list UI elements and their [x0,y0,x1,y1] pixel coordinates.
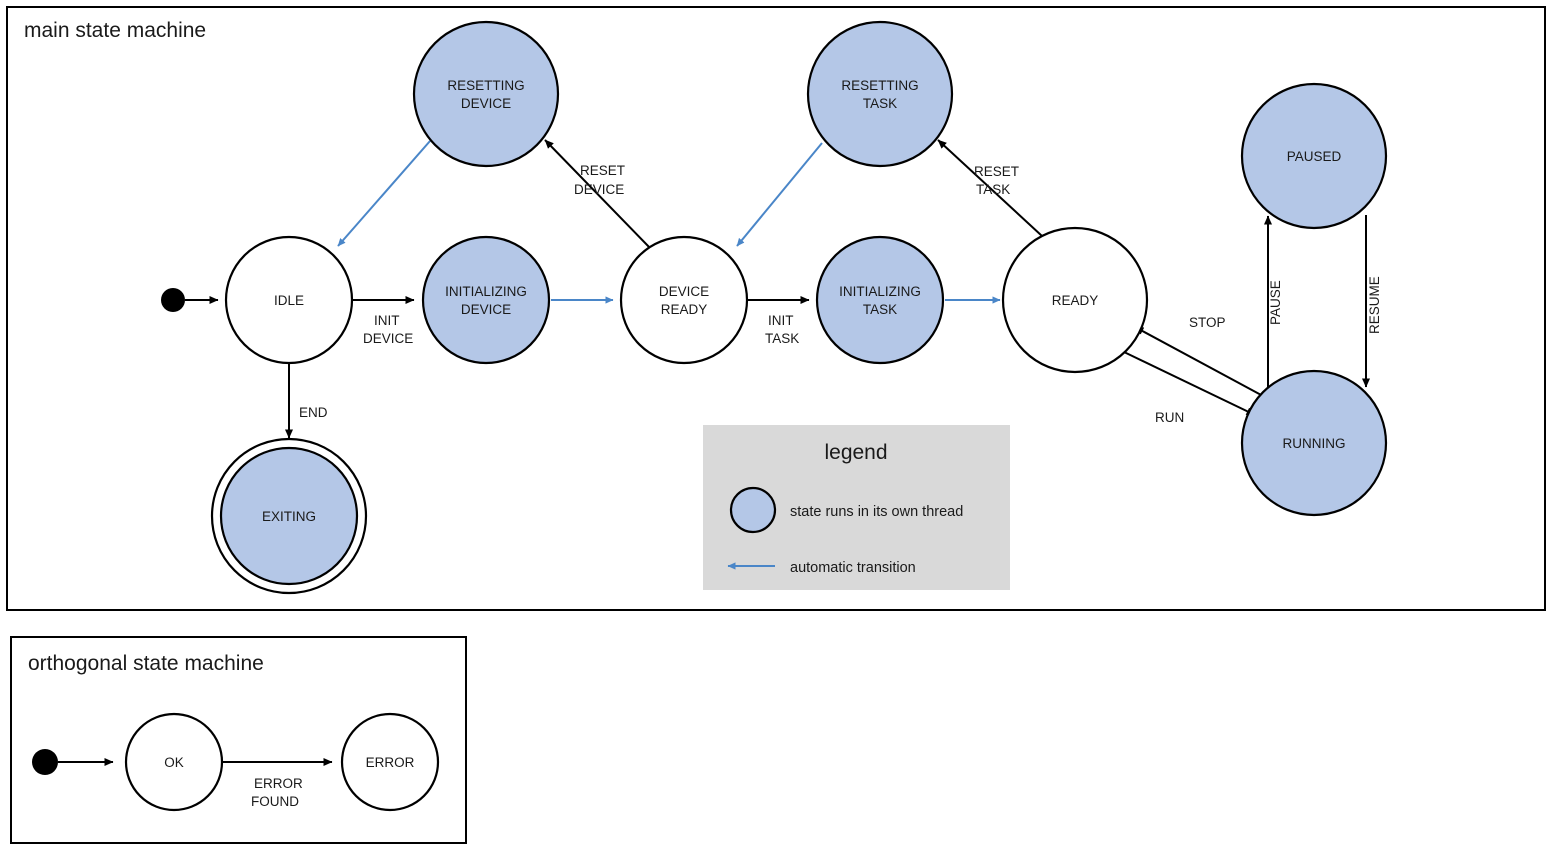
state-initializing-device-label-line1: INITIALIZING [445,284,527,299]
state-resetting-task[interactable]: RESETTING TASK [806,20,954,168]
initial-pseudostate-orthogonal [32,749,58,775]
transition-label-pause: PAUSE [1268,280,1283,325]
state-initializing-task-label-line2: TASK [863,302,897,317]
state-running[interactable]: RUNNING [1240,369,1388,517]
state-ready-shape[interactable] [1001,226,1149,374]
transition-label-reset-device-line2: DEVICE [574,182,624,197]
state-ok-label: OK [164,755,184,770]
state-idle-shape[interactable] [224,235,354,365]
main-state-machine-frame: main state machine [6,6,1546,611]
transition-label-end: END [299,405,328,420]
state-idle-label: IDLE [274,293,304,308]
state-initializing-task-label-line1: INITIALIZING [839,284,921,299]
state-initializing-device-label-line2: DEVICE [461,302,511,317]
state-device-ready-label-line2: READY [661,302,708,317]
state-error[interactable]: ERROR [340,712,440,812]
state-initializing-task-shape[interactable] [815,235,945,365]
transition-label-run: RUN [1155,410,1184,425]
legend-thread-state-text: state runs in its own thread [790,504,963,520]
transition-label-init-task-line1: INIT [768,313,794,328]
main-states-layer: IDLE INITIALIZING DEVICE RESETTING DEVIC… [210,20,1388,595]
state-exiting-label: EXITING [262,509,316,524]
state-initializing-task[interactable]: INITIALIZING TASK [815,235,945,365]
state-paused-label: PAUSED [1287,149,1342,164]
state-ready-label: READY [1052,293,1099,308]
legend: legend state runs in its own thread auto… [703,425,1010,590]
orthogonal-frame-border [10,636,467,844]
initial-pseudostate-main [161,288,185,312]
state-resetting-device-label-line2: DEVICE [461,96,511,111]
transition-ready-reset-task [937,139,1043,237]
transition-label-error-found-line1: ERROR [254,776,303,791]
state-ok-shape[interactable] [124,712,224,812]
state-device-ready-label-line1: DEVICE [659,284,709,299]
state-idle[interactable]: IDLE [224,235,354,365]
orthogonal-state-machine-frame: orthogonal state machine ERROR FOUND OK … [10,636,467,844]
state-resetting-device-label-line1: RESETTING [447,78,524,93]
transition-ready-run [1123,351,1256,416]
transition-label-reset-device-line1: RESET [580,163,625,178]
transition-label-error-found-line2: FOUND [251,794,299,809]
state-paused[interactable]: PAUSED [1240,82,1388,230]
transition-label-reset-task-line1: RESET [974,164,1019,179]
legend-title: legend [824,441,887,464]
state-exiting-shape[interactable] [219,446,359,586]
state-initializing-device[interactable]: INITIALIZING DEVICE [421,235,551,365]
transition-label-init-device-line2: DEVICE [363,331,413,346]
transition-label-resume: RESUME [1367,276,1382,334]
transition-label-init-task-line2: TASK [765,331,799,346]
state-resetting-device[interactable]: RESETTING DEVICE [412,20,560,168]
state-running-label: RUNNING [1283,436,1346,451]
transition-device-ready-reset-device [544,139,652,250]
state-initializing-device-shape[interactable] [421,235,551,365]
state-running-shape[interactable] [1240,369,1388,517]
main-transitions-layer: INIT DEVICE RESET DEVICE INIT TASK RESET… [161,139,1382,439]
transition-label-stop: STOP [1189,315,1226,330]
state-resetting-task-shape[interactable] [806,20,954,168]
main-frame-title: main state machine [24,19,206,42]
state-resetting-task-label-line1: RESETTING [841,78,918,93]
state-device-ready-shape[interactable] [619,235,749,365]
transition-label-init-device-line1: INIT [374,313,400,328]
main-frame-border [6,6,1546,611]
state-ok[interactable]: OK [124,712,224,812]
orthogonal-frame-title: orthogonal state machine [28,652,264,675]
transition-resetting-task-device-ready [736,142,823,247]
legend-auto-transition-text: automatic transition [790,560,916,576]
state-exiting[interactable]: EXITING [210,437,368,595]
state-paused-shape[interactable] [1240,82,1388,230]
state-error-label: ERROR [366,755,415,770]
state-resetting-device-shape[interactable] [412,20,560,168]
transition-label-reset-task-line2: TASK [976,182,1010,197]
transition-running-stop [1134,326,1264,397]
transition-resetting-device-idle [337,140,431,247]
state-ready[interactable]: READY [1001,226,1149,374]
legend-thread-state-swatch [729,486,777,534]
state-error-shape[interactable] [340,712,440,812]
state-device-ready[interactable]: DEVICE READY [619,235,749,365]
state-resetting-task-label-line2: TASK [863,96,897,111]
